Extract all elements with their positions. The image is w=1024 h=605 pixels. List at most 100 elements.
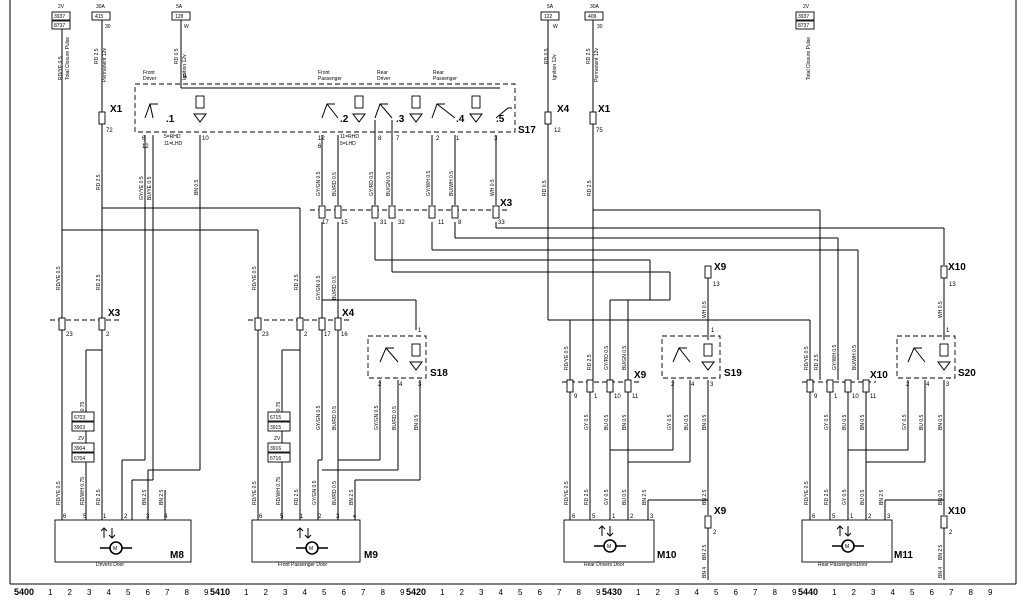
variant-note: 5=LHD xyxy=(340,141,356,147)
pin-number: 3 xyxy=(418,382,422,388)
fuse-label: 2V xyxy=(58,4,65,10)
circuit-name: Permanent 12v xyxy=(594,48,600,82)
ruler-digit: 4 xyxy=(107,588,112,597)
connector-terminal xyxy=(586,379,594,393)
ruler-digit: 7 xyxy=(753,588,758,597)
wire-label: RD 0.75 xyxy=(80,401,86,420)
wire-label: WH 0.5 xyxy=(938,301,944,318)
ruler-digit: 7 xyxy=(165,588,170,597)
wire-label: GY/GN 0.5 xyxy=(312,480,318,505)
pin-number: 10 xyxy=(852,394,859,400)
resistor-symbol xyxy=(354,95,364,109)
wire-label: BU/RD 0.5 xyxy=(332,276,338,300)
pin-number: 1 xyxy=(594,394,598,400)
door-switch-name: S18 xyxy=(430,368,448,379)
wire-label: RD/YE 0.5 xyxy=(56,266,62,290)
variant-note: 11=RHD xyxy=(340,134,359,140)
splice-code: 6703 xyxy=(74,415,85,421)
fuse-terminal: 30 xyxy=(105,24,111,30)
connector-x9-label: X9 xyxy=(634,370,647,381)
wire-label: RD/WH 0.75 xyxy=(276,477,282,505)
motor-m9: M M9 Front Passenger Door 6 5 1 2 3 4 xyxy=(251,514,378,568)
ruler-digit: 8 xyxy=(969,588,974,597)
door-switch-outline xyxy=(896,335,956,379)
splice-label: ZV xyxy=(78,436,85,442)
wire-label: BN 2.5 xyxy=(938,544,944,560)
pin-number: 3 xyxy=(146,514,150,520)
connector-terminal xyxy=(544,111,552,125)
led-symbol xyxy=(937,361,951,371)
motor-name: M11 xyxy=(894,550,913,561)
pin-number: 13 xyxy=(949,282,956,288)
ruler-section-label: 5420 xyxy=(406,587,426,597)
wire-label: BN 2.5 xyxy=(879,489,885,505)
connector-terminal xyxy=(98,317,106,331)
led-symbol xyxy=(701,361,715,371)
wire-label: RD/YE 0.5 xyxy=(804,346,810,370)
switch-block-s17: Front Driver Front Passenger Rear Driver… xyxy=(134,70,536,150)
connector-terminal xyxy=(318,205,326,219)
ruler-digit: 3 xyxy=(675,588,680,597)
pin-number: 32 xyxy=(398,220,405,226)
switch-contact-symbol xyxy=(379,347,399,363)
splice-code-box xyxy=(267,442,291,453)
wire-label: BN 2.5 xyxy=(349,489,355,505)
fuse-terminal: W xyxy=(553,24,558,30)
ruler-section-label: 5440 xyxy=(798,587,818,597)
connector-terminal xyxy=(334,317,342,331)
wire-label: BN 0.5 xyxy=(938,414,944,430)
motor-symbol-letter: M xyxy=(607,544,611,550)
pin-number: 23 xyxy=(262,332,269,338)
splice-code-box xyxy=(267,452,291,463)
fuse-code-box xyxy=(51,11,71,21)
ruler-digit: 1 xyxy=(832,588,837,597)
fuse-label: 5A xyxy=(176,4,183,10)
ruler-digit: 1 xyxy=(440,588,445,597)
connector-terminal xyxy=(606,379,614,393)
motor-housing xyxy=(563,519,655,563)
ruler-section-label: 5400 xyxy=(14,587,34,597)
connector-terminal xyxy=(589,111,597,125)
wire-label: BN 0.5 xyxy=(702,414,708,430)
fuse-code: 8737 xyxy=(54,23,65,29)
ruler-digit: 3 xyxy=(87,588,92,597)
pin-number: 17 xyxy=(322,220,329,226)
ruler-section-label: 5410 xyxy=(210,587,230,597)
connector-x10-label: X10 xyxy=(870,370,888,381)
ruler-digit: 6 xyxy=(930,588,935,597)
pin-number: 4 xyxy=(399,382,403,388)
fuse-code: 8737 xyxy=(798,23,809,29)
pin-number: 2 xyxy=(124,514,128,520)
door-switch-s20: S20 1 2 4 3 xyxy=(896,328,976,388)
header-rear-passenger: Rear xyxy=(433,70,444,76)
connector-terminal xyxy=(862,379,870,393)
pin-number: 4 xyxy=(926,382,930,388)
led-symbol xyxy=(193,113,207,123)
fuse-terminal: 30 xyxy=(597,24,603,30)
ruler-digit: 1 xyxy=(48,588,53,597)
pin-number: 1 xyxy=(834,394,838,400)
switch-contact-symbol xyxy=(907,347,926,363)
wire-label: GY 0.5 xyxy=(902,414,908,430)
pin-number: 3 xyxy=(494,136,498,142)
fuse-code: 415 xyxy=(95,14,104,20)
ruler-digit: 9 xyxy=(204,588,209,597)
pin-number: 2 xyxy=(106,332,110,338)
ruler-digit: 1 xyxy=(636,588,641,597)
wire-label: BU 0.5 xyxy=(622,489,628,505)
fuse-code: 3937 xyxy=(54,14,65,20)
splice-code: 6715 xyxy=(270,415,281,421)
pin-number: 5 xyxy=(832,514,836,520)
wire-label: RD/YE 0.5 xyxy=(252,266,258,290)
pin-number: 2 xyxy=(906,382,910,388)
ruler-digit: 4 xyxy=(695,588,700,597)
motor-name: M8 xyxy=(170,550,184,561)
wire-label: BU/RD 0.5 xyxy=(332,406,338,430)
wire-label: BN 0.5 xyxy=(860,414,866,430)
header-rear-driver: Rear xyxy=(377,70,388,76)
connector-x3-label: X3 xyxy=(500,198,513,209)
wire-label: BU/GN 0.5 xyxy=(386,172,392,196)
ruler-digit: 2 xyxy=(656,588,661,597)
connector-terminal xyxy=(451,205,459,219)
